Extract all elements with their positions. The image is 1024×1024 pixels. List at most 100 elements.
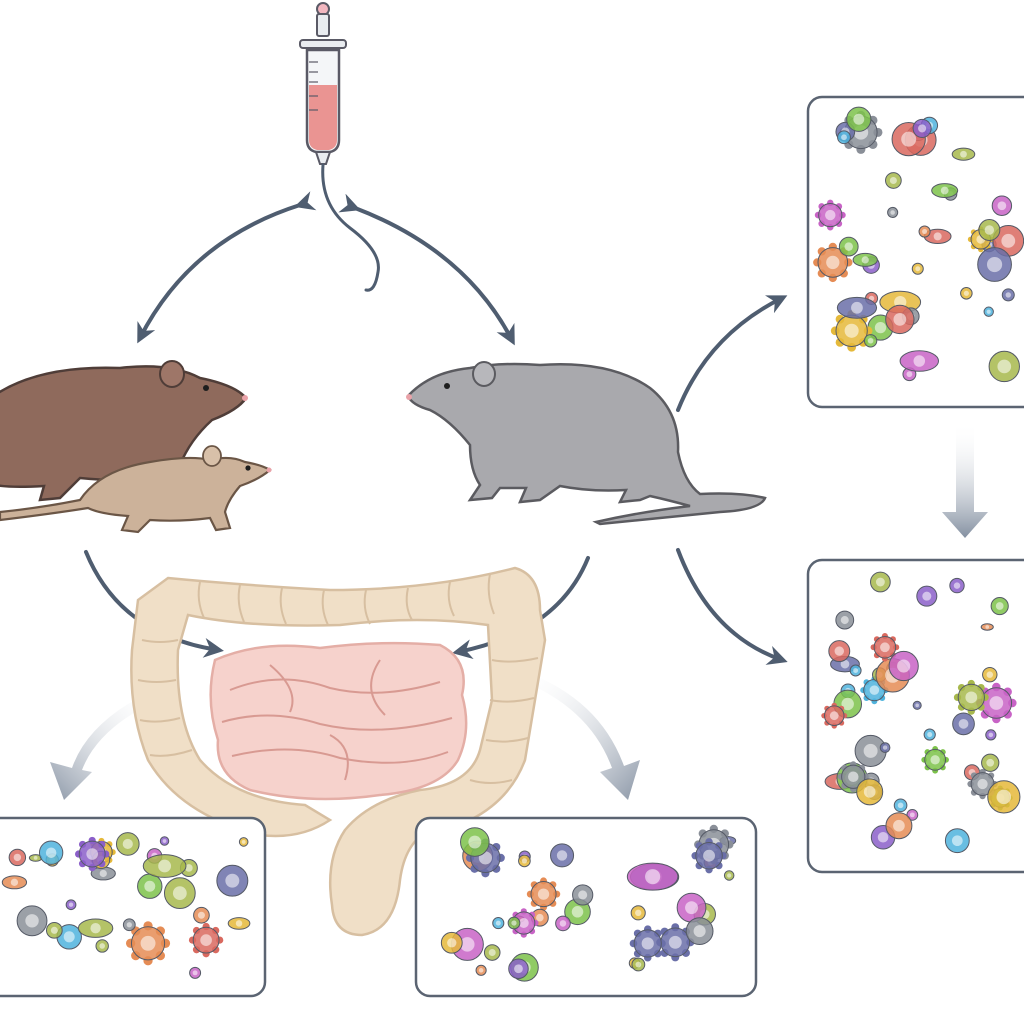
- microbe: [887, 206, 899, 219]
- microbe: [899, 350, 940, 372]
- microbe: [193, 906, 210, 924]
- microbe: [991, 195, 1013, 216]
- microbe: [911, 262, 924, 275]
- microbe: [238, 837, 249, 847]
- microbe: [987, 780, 1021, 814]
- microbe: [921, 745, 949, 774]
- arrow-grey-rat-to-top-panel: [676, 295, 788, 412]
- microbe: [918, 225, 931, 238]
- tan-rat-icon: [0, 445, 272, 534]
- microbe: [630, 905, 646, 921]
- microbe: [912, 118, 932, 138]
- faded-arrow-between-right-panels: [942, 422, 988, 538]
- microbe: [518, 854, 531, 868]
- microbe: [507, 916, 521, 930]
- microbe: [691, 838, 727, 874]
- microbe: [526, 877, 561, 911]
- microbe: [813, 242, 853, 283]
- faded-arrow-to-bottom-left-panel: [50, 692, 158, 800]
- microbe: [629, 925, 666, 962]
- microbe: [838, 236, 859, 257]
- microbe: [90, 866, 116, 881]
- microbe: [944, 828, 970, 854]
- microbe: [77, 918, 114, 938]
- microbe: [978, 219, 1001, 241]
- microbe: [821, 702, 848, 729]
- microbe: [837, 130, 851, 145]
- microbe: [440, 931, 463, 954]
- microbe: [95, 939, 109, 953]
- microbe: [828, 640, 851, 663]
- microbe: [953, 679, 989, 715]
- microbe: [572, 884, 594, 906]
- microbe: [977, 247, 1012, 282]
- grey-rat-icon: [406, 361, 767, 526]
- microbe: [188, 922, 224, 958]
- microbe: [555, 915, 571, 932]
- microbe: [122, 918, 136, 932]
- faded-arrow-to-bottom-center-panel: [520, 672, 640, 800]
- microbe-clusters: [1, 106, 1024, 982]
- microbe: [836, 296, 878, 319]
- microbe: [460, 827, 490, 857]
- microbe: [951, 147, 976, 161]
- microbe: [854, 734, 887, 767]
- microbe: [65, 899, 77, 911]
- microbe: [870, 571, 891, 593]
- microbe: [626, 862, 679, 891]
- microbe: [990, 596, 1009, 616]
- microbe: [980, 623, 994, 631]
- microbe: [137, 873, 163, 899]
- microbe: [885, 812, 913, 840]
- microbe: [888, 650, 919, 682]
- microbe: [923, 228, 952, 244]
- microbe: [631, 957, 646, 972]
- microbe: [163, 877, 196, 910]
- microbe: [8, 848, 27, 867]
- microbe: [985, 729, 997, 741]
- arrow-syringe-to-left-rats: [137, 191, 317, 344]
- microbe: [45, 921, 63, 939]
- microbe: [912, 700, 922, 710]
- microbe: [983, 306, 994, 317]
- microbe: [981, 753, 1000, 772]
- microbe: [856, 778, 884, 806]
- brown-rat-icon: [0, 360, 248, 502]
- microbe: [159, 836, 170, 846]
- microbe: [475, 964, 487, 976]
- microbe: [893, 798, 908, 813]
- microbe: [685, 917, 714, 945]
- arrow-grey-rat-to-middle-panel: [676, 548, 788, 665]
- microbe: [870, 632, 900, 662]
- microbe: [483, 944, 501, 961]
- microbe: [885, 304, 915, 335]
- microbe: [723, 870, 735, 881]
- microbe: [550, 843, 575, 868]
- microbe: [849, 664, 862, 677]
- microbe: [931, 183, 959, 198]
- microbe: [216, 864, 249, 897]
- microbe: [885, 172, 902, 189]
- microbe: [923, 728, 936, 741]
- microbe: [879, 742, 891, 753]
- arrow-syringe-to-grey-rat: [338, 193, 515, 346]
- microbe: [837, 761, 869, 793]
- microbe: [1, 875, 28, 890]
- microbe: [142, 854, 187, 878]
- syringe-icon: [299, 2, 380, 292]
- microbe: [492, 917, 505, 930]
- microbe: [852, 252, 878, 267]
- microbe: [949, 577, 965, 594]
- microbe: [960, 287, 973, 300]
- microbe: [227, 917, 251, 930]
- microbe: [115, 832, 140, 856]
- microbe: [916, 585, 938, 607]
- microbe: [56, 924, 82, 950]
- microbe: [952, 712, 975, 736]
- microbe: [676, 892, 707, 923]
- microbe: [863, 334, 878, 348]
- microbe: [125, 921, 171, 966]
- microbe: [982, 666, 998, 683]
- microbe: [835, 610, 855, 630]
